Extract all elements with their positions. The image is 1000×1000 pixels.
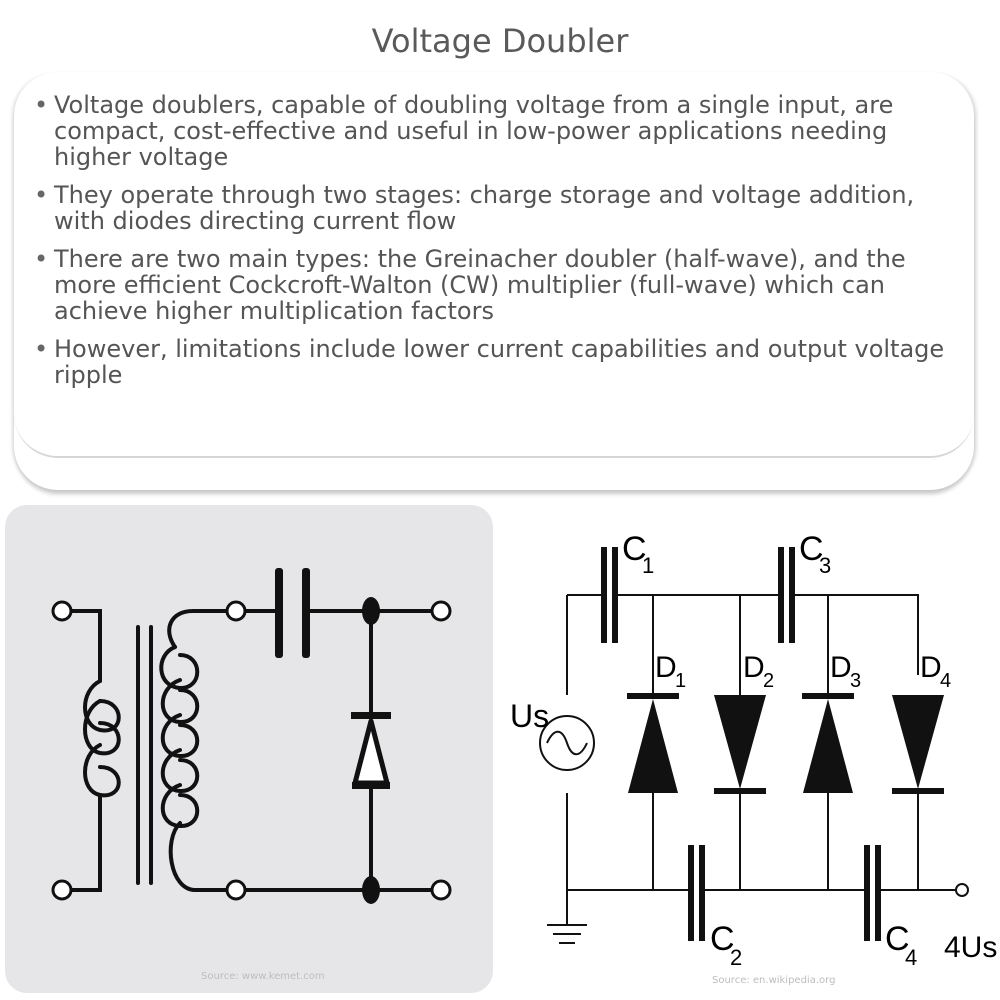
source-caption: Source: www.kemet.com bbox=[201, 971, 325, 982]
label-c4-sub: 4 bbox=[905, 945, 917, 970]
bullet-item: However, limitations include lower curre… bbox=[34, 336, 954, 388]
terminal-icon bbox=[51, 600, 73, 622]
source-caption: Source: en.wikipedia.org bbox=[712, 975, 836, 986]
capacitor-icon bbox=[275, 568, 310, 658]
primary-bottom-wire bbox=[68, 807, 102, 892]
diode-d1-icon bbox=[627, 693, 679, 793]
label-source: Us bbox=[510, 698, 549, 734]
terminal-icon bbox=[225, 879, 247, 901]
card-body: Voltage doublers, capable of doubling vo… bbox=[14, 72, 974, 458]
ground-icon bbox=[547, 924, 587, 944]
label-d1: D bbox=[655, 651, 677, 684]
terminal-icon bbox=[51, 879, 73, 901]
summary-card: Voltage doublers, capable of doubling vo… bbox=[14, 72, 974, 490]
page-title: Voltage Doubler bbox=[371, 22, 629, 60]
label-d4-sub: 4 bbox=[940, 670, 951, 692]
bullet-item: Voltage doublers, capable of doubling vo… bbox=[34, 92, 954, 170]
label-output: 4Us bbox=[944, 931, 997, 964]
capacitor-c3-icon bbox=[778, 547, 795, 643]
diode-d2-icon bbox=[714, 695, 766, 794]
capacitor-c4-icon bbox=[864, 845, 881, 941]
terminal-icon bbox=[430, 879, 452, 901]
secondary-winding-icon bbox=[159, 609, 229, 892]
bullet-item: There are two main types: the Greinacher… bbox=[34, 246, 954, 324]
capacitor-c1-icon bbox=[601, 547, 618, 643]
cw-multiplier-schematic: C 1 C 3 C 2 C 4 D 1 D 2 D 3 D 4 Us 4Us bbox=[510, 530, 997, 970]
label-d3: D bbox=[830, 651, 852, 684]
capacitor-c2-icon bbox=[688, 845, 705, 941]
cockcroft-walton-diagram: C 1 C 3 C 2 C 4 D 1 D 2 D 3 D 4 Us 4Us S… bbox=[500, 505, 1000, 993]
primary-winding-icon bbox=[83, 679, 121, 811]
diode-d4-icon bbox=[892, 695, 944, 794]
transformer-doubler-schematic bbox=[51, 568, 452, 904]
label-d4: D bbox=[920, 651, 942, 684]
label-c2: C bbox=[710, 920, 735, 958]
label-d1-sub: 1 bbox=[675, 670, 686, 692]
primary-top-wire bbox=[68, 609, 102, 683]
label-c3-sub: 3 bbox=[819, 553, 831, 578]
output-terminal-icon bbox=[955, 883, 969, 897]
label-c2-sub: 2 bbox=[730, 945, 742, 970]
label-c1: C bbox=[622, 530, 647, 568]
transformer-doubler-diagram: Source: www.kemet.com bbox=[5, 505, 493, 993]
diode-d3-icon bbox=[802, 693, 854, 793]
label-c4: C bbox=[885, 920, 910, 958]
terminal-icon bbox=[430, 600, 452, 622]
ac-source-icon bbox=[539, 715, 595, 771]
label-d2-sub: 2 bbox=[763, 670, 774, 692]
bullet-list: Voltage doublers, capable of doubling vo… bbox=[34, 92, 954, 400]
label-c1-sub: 1 bbox=[642, 553, 654, 578]
label-c3: C bbox=[799, 530, 824, 568]
diode-icon bbox=[351, 712, 391, 789]
terminal-icon bbox=[225, 600, 247, 622]
label-d2: D bbox=[743, 651, 765, 684]
junction-dot bbox=[362, 876, 380, 904]
junction-dot bbox=[362, 597, 380, 625]
label-d3-sub: 3 bbox=[850, 670, 861, 692]
bullet-item: They operate through two stages: charge … bbox=[34, 182, 954, 234]
